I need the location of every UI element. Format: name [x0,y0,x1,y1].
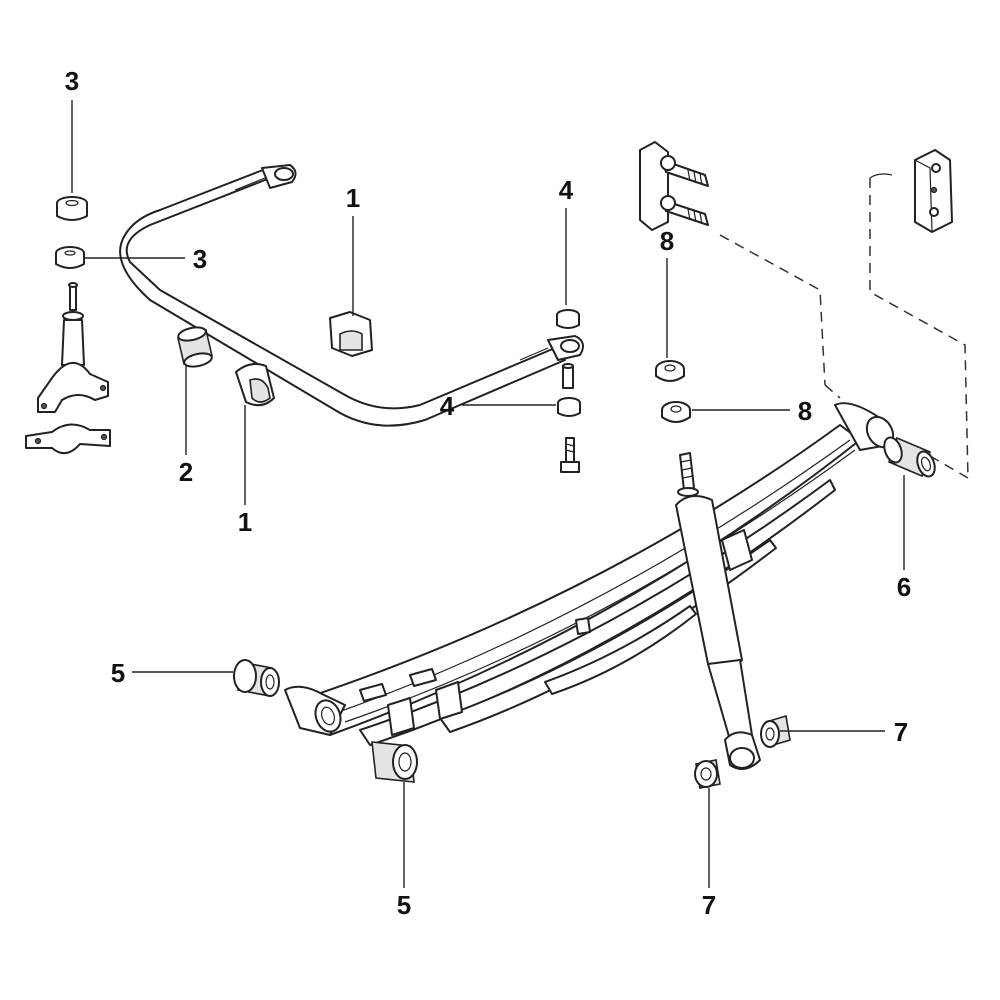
bush-1-lower [235,363,275,407]
shock-absorber [675,452,761,770]
callout-labels: 3 3 1 4 4 2 1 8 8 6 5 5 7 7 [65,66,911,920]
callout-2: 2 [179,457,193,487]
shackle-bolt-plate [639,141,709,231]
bush-5-left [233,659,280,697]
nut-4-lower [557,397,581,417]
nut-3-upper [56,196,88,221]
bush-8-upper [655,360,685,382]
callout-1-lower: 1 [238,507,252,537]
bush-7-lower [694,759,721,789]
callout-7-bottom: 7 [702,890,716,920]
chassis-frame-outline [719,173,969,479]
callout-3-right: 3 [193,244,207,274]
callout-5-bottom: 5 [397,890,411,920]
leaf-spring [284,402,895,746]
callout-1-upper: 1 [346,183,360,213]
callout-3-top: 3 [65,66,79,96]
leader-lines [71,100,905,888]
callout-8-upper: 8 [660,226,674,256]
callout-6: 6 [897,572,911,602]
callout-7-right: 7 [894,717,908,747]
bush-5-lower [371,741,418,783]
callout-5-left: 5 [111,658,125,688]
bush-7-right [760,714,791,748]
nut-4-upper [556,309,580,329]
link-bolt [560,437,580,473]
callout-4-top: 4 [559,175,574,205]
callout-4-middle: 4 [440,391,455,421]
bush-8-lower [661,401,691,423]
bush-1-upper [329,311,373,357]
link-spacer [562,363,574,389]
callout-8-lower: 8 [798,396,812,426]
bush-6 [883,436,936,478]
stabilizer-bar [119,164,585,427]
clamp-bracket [25,282,111,455]
bush-2 [177,326,213,368]
washer-3-lower [55,246,85,269]
spring-hanger-plate [914,149,953,233]
